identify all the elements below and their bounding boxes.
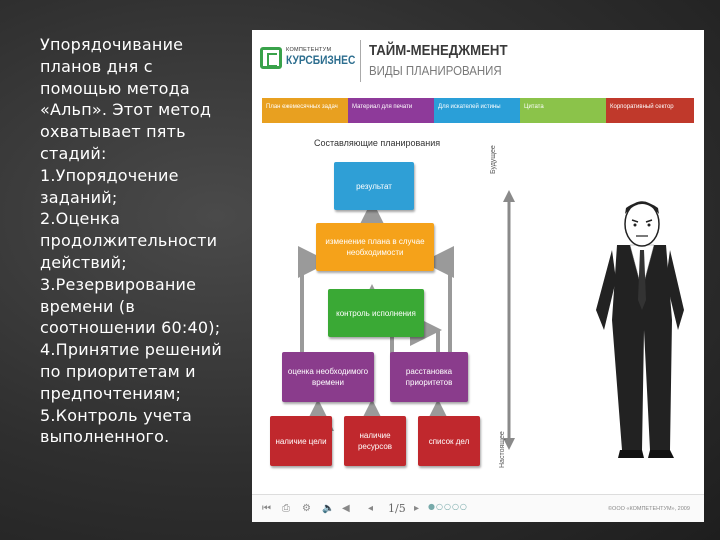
box-change-plan: изменение плана в случае необходимости xyxy=(316,223,434,271)
prev-icon[interactable]: ◀ xyxy=(342,503,350,514)
slide-subtitle: ВИДЫ ПЛАНИРОВАНИЯ xyxy=(369,63,502,78)
prev-page-icon[interactable]: ◂ xyxy=(368,503,374,514)
slide-header: КОМПЕТЕНТУМ КУРСБИЗНЕС ТАЙМ-МЕНЕДЖМЕНТ В… xyxy=(252,30,704,96)
first-slide-icon[interactable]: ⏮ xyxy=(262,503,271,514)
slide-body-text: Упорядочивание планов дня с помощью мето… xyxy=(40,35,222,447)
page-indicator: 1/5 xyxy=(388,502,406,515)
axis-label-future: Будущее xyxy=(490,145,497,174)
print-icon[interactable]: ⎙ xyxy=(282,503,290,514)
box-resources: наличие ресурсов xyxy=(344,416,406,466)
copyright: ©ООО «КОМПЕТЕНТУМ», 2009 xyxy=(608,506,690,512)
slide-title: ТАЙМ-МЕНЕДЖМЕНТ xyxy=(369,42,508,59)
diagram-connectors xyxy=(298,190,684,458)
box-control: контроль исполнения xyxy=(328,289,424,337)
box-goals: наличие цели xyxy=(270,416,332,466)
slide-tabs: План ежемесячных задач Материал для печа… xyxy=(262,98,694,123)
settings-icon[interactable]: ⚙ xyxy=(302,503,311,514)
box-priorities: расстановка приоритетов xyxy=(390,352,468,402)
player-footer: ⏮ ⎙ ⚙ 🔈 ◀ ◂ 1/5 ▸ ●○○○○ ©ООО «КОМПЕТЕНТУ… xyxy=(252,494,704,522)
time-axis-arrow xyxy=(503,190,515,450)
businessman-illustration xyxy=(596,201,684,458)
box-todo-list: список дел xyxy=(418,416,480,466)
diagram-title: Составляющие планирования xyxy=(314,138,441,148)
header-divider xyxy=(360,40,361,82)
tab-monthly-tasks[interactable]: План ежемесячных задач xyxy=(262,98,348,123)
tab-quote[interactable]: Цитата xyxy=(520,98,606,123)
tab-print-material[interactable]: Материал для печати xyxy=(348,98,434,123)
tab-corporate-sector[interactable]: Корпоративный сектор xyxy=(606,98,694,123)
kursbiznes-logo-icon xyxy=(260,47,282,69)
box-result: результат xyxy=(334,162,414,210)
embedded-slide-screenshot: КОМПЕТЕНТУМ КУРСБИЗНЕС ТАЙМ-МЕНЕДЖМЕНТ В… xyxy=(252,30,704,522)
logo-small-text: КОМПЕТЕНТУМ xyxy=(286,47,332,53)
tab-truth-seekers[interactable]: Для искателей истины xyxy=(434,98,520,123)
logo-name: КУРСБИЗНЕС xyxy=(286,53,356,67)
next-page-icon[interactable]: ▸ xyxy=(414,503,420,514)
progress-dots: ●○○○○ xyxy=(428,502,468,511)
sound-icon[interactable]: 🔈 xyxy=(322,503,335,514)
axis-label-present: Настоящее xyxy=(499,431,506,468)
box-time-estimate: оценка необходимого времени xyxy=(282,352,374,402)
